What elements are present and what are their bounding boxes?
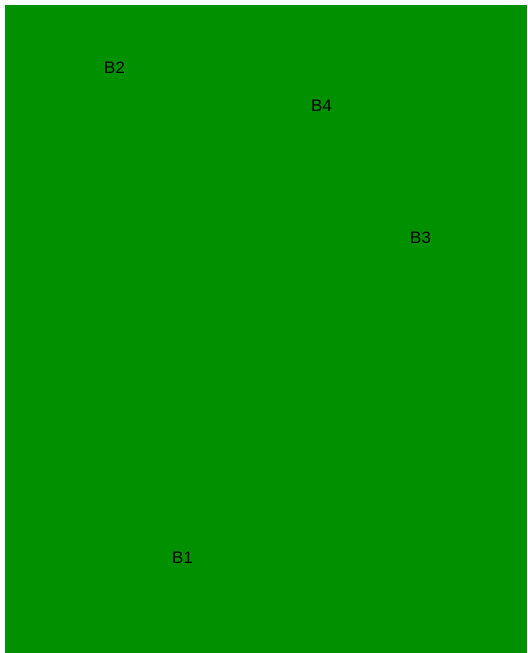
robot-b4-body <box>304 132 328 169</box>
field-surface <box>5 5 527 653</box>
robot-b1-body <box>160 594 198 618</box>
robot-b4-front-marker <box>328 133 334 147</box>
playing-field <box>5 5 527 653</box>
robot-b4-label: B4 <box>311 97 332 114</box>
robot-b1-label: B1 <box>172 549 193 566</box>
robot-b1-front-marker <box>180 587 195 594</box>
robot-b3-label: B3 <box>410 229 431 246</box>
robot-b4-front-marker <box>328 153 334 167</box>
robot-b1-front-marker <box>163 587 177 594</box>
robot-b2-label: B2 <box>104 59 125 76</box>
